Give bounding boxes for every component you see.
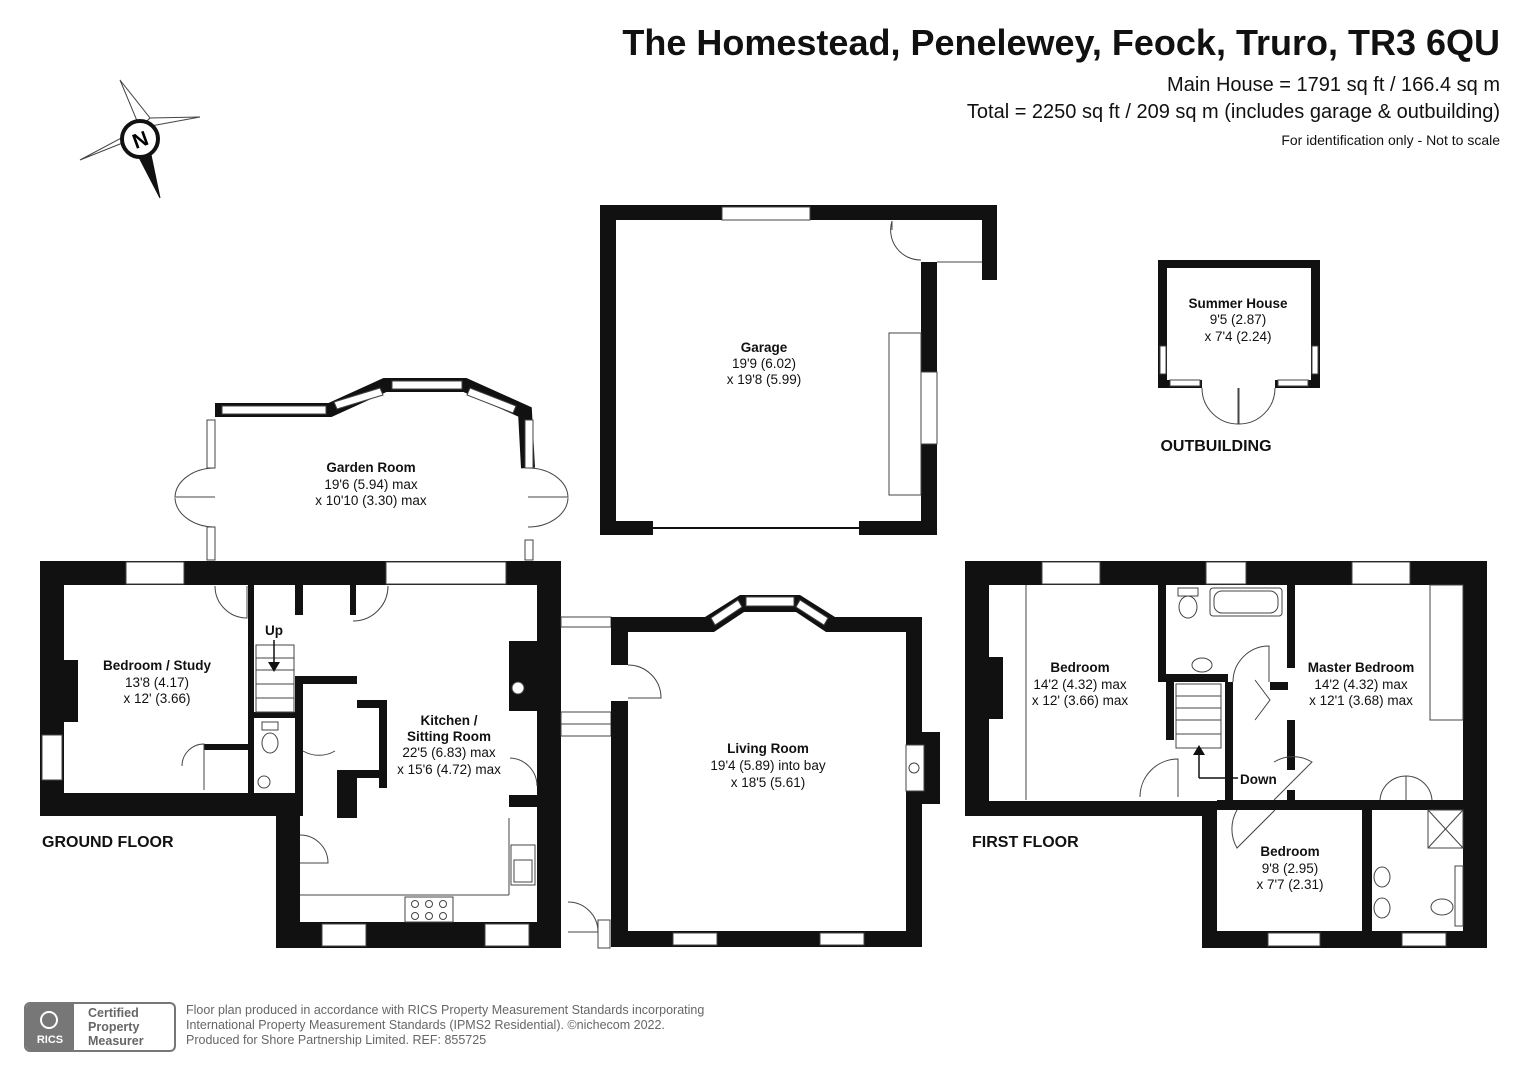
- garden-room-name: Garden Room: [326, 460, 415, 475]
- bedroom2-name: Bedroom: [1260, 844, 1319, 859]
- summer-house-dim2: x 7'4 (2.24): [1204, 329, 1271, 344]
- master-bedroom-dim2: x 12'1 (3.68) max: [1309, 693, 1413, 708]
- property-address-title: The Homestead, Penelewey, Feock, Truro, …: [622, 22, 1500, 63]
- summer-house-name: Summer House: [1188, 296, 1288, 311]
- garden-room-structure: [174, 378, 569, 561]
- master-bedroom-name: Master Bedroom: [1308, 660, 1415, 675]
- garage-structure: [600, 205, 997, 535]
- garage-dim1: 19'9 (6.02): [732, 356, 796, 371]
- living-room-name: Living Room: [727, 741, 809, 756]
- garage-name: Garage: [741, 340, 788, 355]
- kitchen-name-line1: Kitchen /: [420, 713, 477, 728]
- kitchen-name-line2: Sitting Room: [407, 729, 491, 744]
- compass-north-letter: N: [129, 127, 151, 154]
- stairs-down-label: Down: [1240, 772, 1277, 787]
- identification-note: For identification only - Not to scale: [1281, 132, 1500, 148]
- summer-house-dim1: 9'5 (2.87): [1210, 312, 1267, 327]
- ground-floor-structure: [40, 561, 612, 949]
- first-floor-structure: [965, 561, 1487, 948]
- main-house-area: Main House = 1791 sq ft / 166.4 sq m: [1167, 74, 1500, 96]
- garden-room-dim1: 19'6 (5.94) max: [324, 477, 418, 492]
- compass-icon: N: [79, 79, 201, 199]
- kitchen-dim2: x 15'6 (4.72) max: [397, 762, 501, 777]
- badge-line1: Certified: [88, 1006, 139, 1020]
- living-room-dim2: x 18'5 (5.61): [731, 775, 806, 790]
- living-room-dim1: 19'4 (5.89) into bay: [710, 758, 825, 773]
- outbuilding-label: OUTBUILDING: [1160, 438, 1271, 455]
- first-floor-label: FIRST FLOOR: [972, 834, 1079, 851]
- garage-dim2: x 19'8 (5.99): [727, 372, 802, 387]
- living-room-structure: [611, 595, 940, 947]
- footer-line3: Produced for Shore Partnership Limited. …: [186, 1033, 487, 1047]
- stairs-up-label: Up: [265, 623, 283, 638]
- bedroom1-name: Bedroom: [1050, 660, 1109, 675]
- garden-room-dim2: x 10'10 (3.30) max: [315, 493, 427, 508]
- rics-logo: RICS: [26, 1004, 74, 1050]
- bedroom2-dim1: 9'8 (2.95): [1262, 861, 1319, 876]
- bedroom2-dim2: x 7'7 (2.31): [1256, 877, 1323, 892]
- badge-line2: Property: [88, 1020, 140, 1034]
- footer-line2: International Property Measurement Stand…: [186, 1018, 665, 1032]
- bedroom-study-dim2: x 12' (3.66): [123, 691, 190, 706]
- footer-notes: Floor plan produced in accordance with R…: [186, 1003, 704, 1048]
- footer-line1: Floor plan produced in accordance with R…: [186, 1003, 705, 1017]
- summer-house-structure: [1158, 260, 1320, 425]
- ground-floor-label: GROUND FLOOR: [42, 834, 174, 851]
- bedroom1-dim1: 14'2 (4.32) max: [1033, 677, 1127, 692]
- bedroom-study-name: Bedroom / Study: [103, 658, 211, 673]
- rics-certified-badge: RICS Certified Property Measurer: [24, 1002, 176, 1052]
- rics-logo-text: RICS: [36, 1034, 64, 1046]
- kitchen-dim1: 22'5 (6.83) max: [402, 745, 496, 760]
- total-area: Total = 2250 sq ft / 209 sq m (includes …: [966, 101, 1500, 123]
- badge-line3: Measurer: [88, 1034, 144, 1048]
- bedroom1-dim2: x 12' (3.66) max: [1032, 693, 1129, 708]
- master-bedroom-dim1: 14'2 (4.32) max: [1314, 677, 1408, 692]
- bedroom-study-dim1: 13'8 (4.17): [125, 675, 189, 690]
